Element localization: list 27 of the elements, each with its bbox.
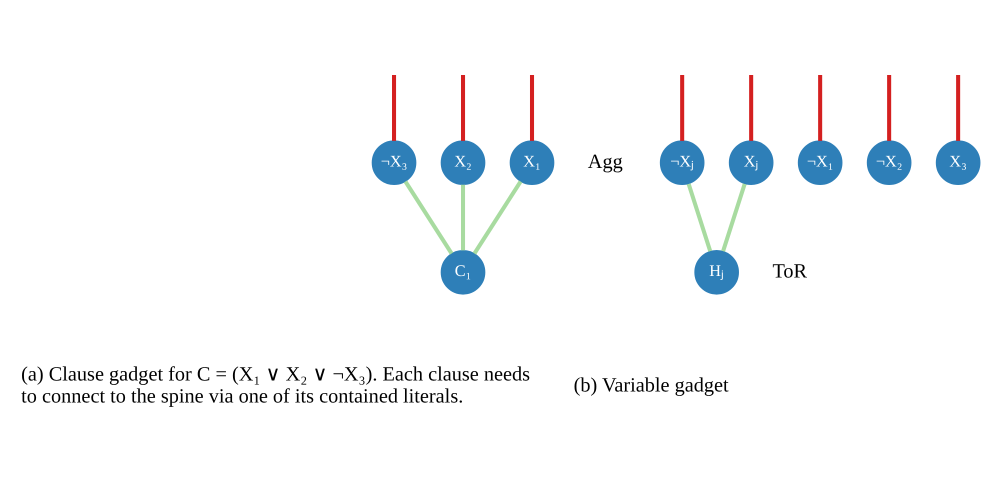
node-circle: Xⱼ: [728, 140, 773, 185]
connector: [748, 74, 753, 140]
connector: [460, 74, 465, 140]
node-circle: ¬X₁: [797, 140, 842, 185]
label: Agg: [587, 150, 622, 172]
node-circle: X₃: [935, 140, 980, 185]
label: ToR: [772, 260, 807, 282]
node-circle: ¬Xⱼ: [659, 140, 704, 185]
connector: [529, 74, 534, 140]
connector: [720, 182, 746, 252]
node-circle: ¬X₃: [371, 140, 416, 185]
connector: [392, 74, 396, 140]
node-circle: X₂: [440, 140, 485, 185]
connector: [818, 74, 822, 140]
label: (a) Clause gadget for C = (X₁ ∨ X₂ ∨ ¬X₃). Each clause needs to connect to the spine via one of its contained literals.: [20, 362, 530, 408]
connector: [686, 182, 712, 252]
connector: [472, 180, 522, 254]
connector: [956, 74, 960, 140]
node-circle: ¬X₂: [866, 140, 911, 185]
node-circle: X₁: [509, 140, 554, 185]
label: (b) Variable gadget: [573, 374, 728, 396]
connector: [680, 74, 684, 140]
node-circle: C₁: [440, 249, 485, 294]
connector: [886, 74, 891, 140]
connector: [403, 180, 453, 254]
connector: [460, 184, 465, 250]
node-circle: Hⱼ: [694, 249, 738, 294]
